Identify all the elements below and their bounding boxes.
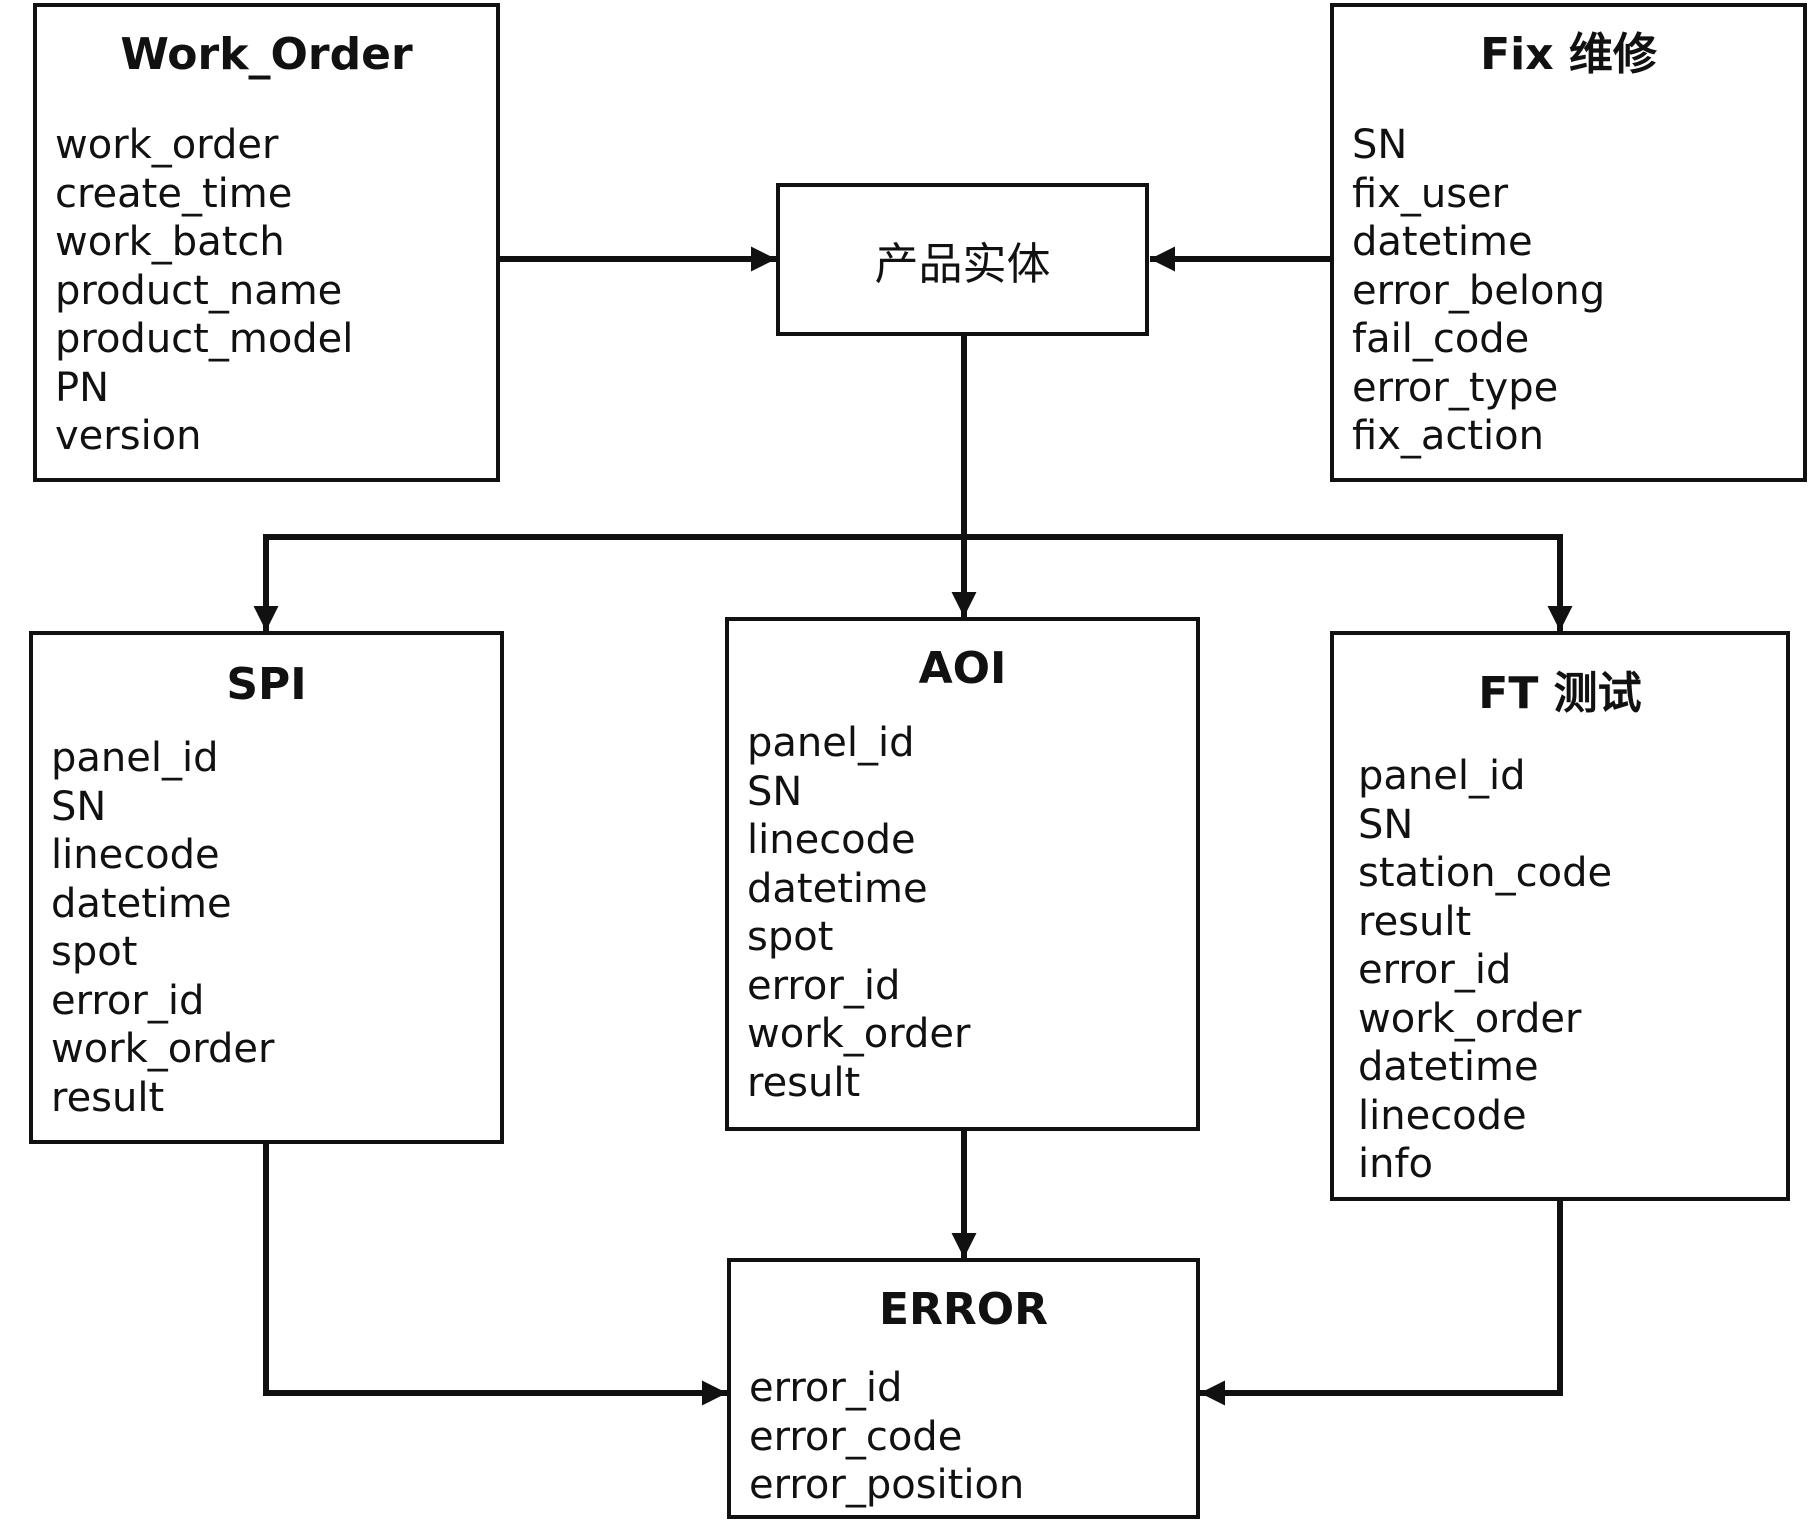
- field: datetime: [747, 865, 928, 912]
- field-list: panel_id SN linecode datetime spot error…: [747, 719, 970, 1107]
- field: datetime: [51, 880, 232, 927]
- field-list: SN fix_user datetime error_belong fail_c…: [1352, 121, 1605, 461]
- field-list: panel_id SN station_code result error_id…: [1358, 752, 1612, 1189]
- field: datetime: [1358, 1044, 1539, 1090]
- field: fix_user: [1352, 170, 1509, 217]
- entity-aoi: AOI panel_id SN linecode datetime spot e…: [725, 617, 1200, 1131]
- entity-title: Work_Order: [120, 29, 413, 80]
- entity-title: Fix 维修: [1480, 29, 1657, 80]
- field: panel_id: [1358, 753, 1526, 799]
- field: spot: [51, 929, 138, 975]
- edge-ft-to-error: [1200, 1201, 1563, 1406]
- field: error_id: [749, 1365, 903, 1411]
- entity-fix: Fix 维修 SN fix_user datetime error_belong…: [1330, 3, 1807, 482]
- field: version: [55, 413, 202, 459]
- field: product_model: [55, 316, 354, 362]
- field: error_id: [1358, 947, 1512, 993]
- field: linecode: [1358, 1092, 1527, 1139]
- field: error_id: [747, 962, 901, 1009]
- field: panel_id: [747, 720, 915, 766]
- field: error_id: [51, 977, 205, 1024]
- field: result: [1358, 898, 1472, 945]
- field: error_code: [749, 1413, 963, 1460]
- field: fix_action: [1352, 413, 1544, 459]
- entity-work-order: Work_Order work_order create_time work_b…: [33, 3, 500, 482]
- field: station_code: [1358, 850, 1613, 896]
- entity-error: ERROR error_id error_code error_position: [727, 1258, 1200, 1519]
- edge-product-to-ft: [964, 534, 1573, 631]
- entity-spi: SPI panel_id SN linecode datetime spot e…: [29, 631, 504, 1144]
- edge-product-to-spi: [253, 534, 964, 631]
- field: work_order: [747, 1011, 971, 1057]
- field: error_position: [749, 1462, 1025, 1508]
- field: error_belong: [1352, 267, 1606, 314]
- field: SN: [51, 783, 107, 830]
- field: work_order: [1358, 995, 1582, 1042]
- entity-title: FT 测试: [1478, 668, 1642, 719]
- field: PN: [55, 364, 110, 411]
- field: work_order: [51, 1026, 275, 1072]
- field: info: [1358, 1141, 1434, 1187]
- field: result: [51, 1074, 165, 1121]
- field-list: work_order create_time work_batch produc…: [55, 121, 353, 461]
- field: SN: [1352, 122, 1408, 168]
- entity-title: 产品实体: [874, 238, 1051, 290]
- field: error_type: [1352, 364, 1559, 411]
- field: SN: [747, 768, 803, 815]
- entity-title: SPI: [226, 659, 307, 710]
- field: work_batch: [55, 219, 285, 265]
- field: SN: [1358, 801, 1414, 848]
- field: linecode: [51, 832, 220, 878]
- entity-product: 产品实体: [776, 183, 1149, 336]
- field: linecode: [747, 817, 916, 863]
- entity-title: ERROR: [878, 1284, 1049, 1335]
- field: panel_id: [51, 735, 219, 781]
- field: spot: [747, 914, 834, 960]
- edge-spi-to-error: [263, 1144, 727, 1406]
- field: create_time: [55, 170, 293, 217]
- field: result: [747, 1059, 861, 1106]
- entity-ft: FT 测试 panel_id SN station_code result er…: [1330, 631, 1790, 1201]
- field: work_order: [55, 122, 279, 168]
- field-list: panel_id SN linecode datetime spot error…: [51, 734, 274, 1122]
- field: product_name: [55, 267, 343, 314]
- field: fail_code: [1352, 316, 1530, 362]
- field: datetime: [1352, 219, 1533, 265]
- field-list: error_id error_code error_position: [749, 1364, 1024, 1510]
- entity-title: AOI: [918, 643, 1007, 694]
